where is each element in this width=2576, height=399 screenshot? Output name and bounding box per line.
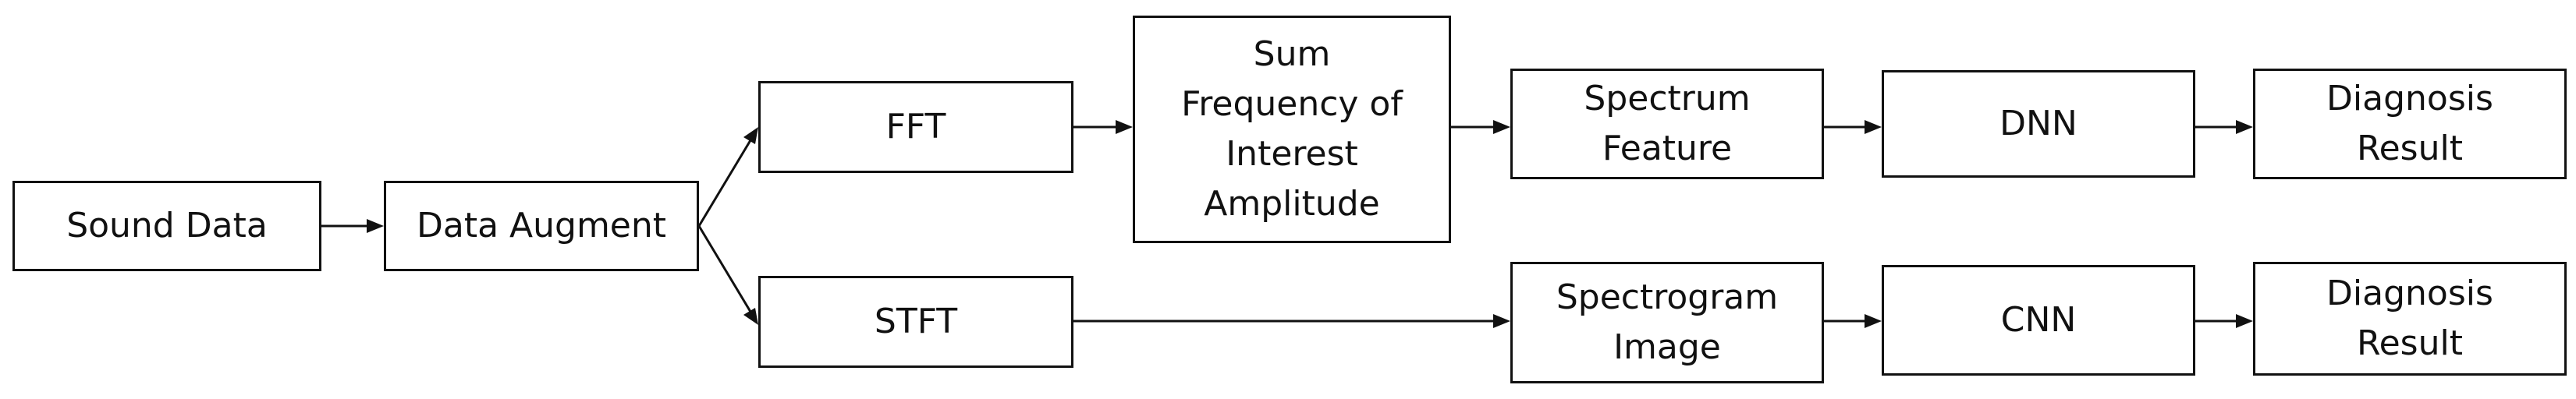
node-spectrum-feature: Spectrum Feature: [1510, 69, 1824, 179]
arrowhead-spectrogram-to-cnn: [1865, 314, 1882, 328]
arrowhead-augment-to-fft: [743, 127, 758, 144]
node-data-augment: Data Augment: [384, 181, 699, 271]
node-diagnosis-result-top: Diagnosis Result: [2253, 69, 2567, 179]
arrowhead-augment-to-stft: [743, 308, 758, 325]
node-diagnosis-result-bottom: Diagnosis Result: [2253, 262, 2567, 376]
node-dnn: DNN: [1882, 70, 2195, 178]
arrow-augment-to-fft: [697, 139, 752, 227]
arrowhead-spectrum-to-dnn: [1865, 120, 1882, 134]
arrowhead-sum-to-spectrum: [1493, 120, 1510, 134]
arrowhead-cnn-to-result-bottom: [2236, 314, 2253, 328]
node-spectrogram-image: Spectrogram Image: [1510, 262, 1824, 383]
arrowhead-dnn-to-result-top: [2236, 120, 2253, 134]
arrow-augment-to-stft: [697, 225, 752, 312]
arrowhead-sound-to-augment: [367, 219, 384, 233]
arrowhead-stft-to-spectrogram: [1493, 314, 1510, 328]
node-sum-frequency-of-interest-amplitude: Sum Frequency of Interest Amplitude: [1133, 16, 1451, 243]
arrowhead-fft-to-sum: [1116, 120, 1133, 134]
node-fft: FFT: [758, 81, 1073, 173]
node-cnn: CNN: [1882, 265, 2195, 376]
node-stft: STFT: [758, 276, 1073, 368]
node-sound-data: Sound Data: [12, 181, 321, 271]
